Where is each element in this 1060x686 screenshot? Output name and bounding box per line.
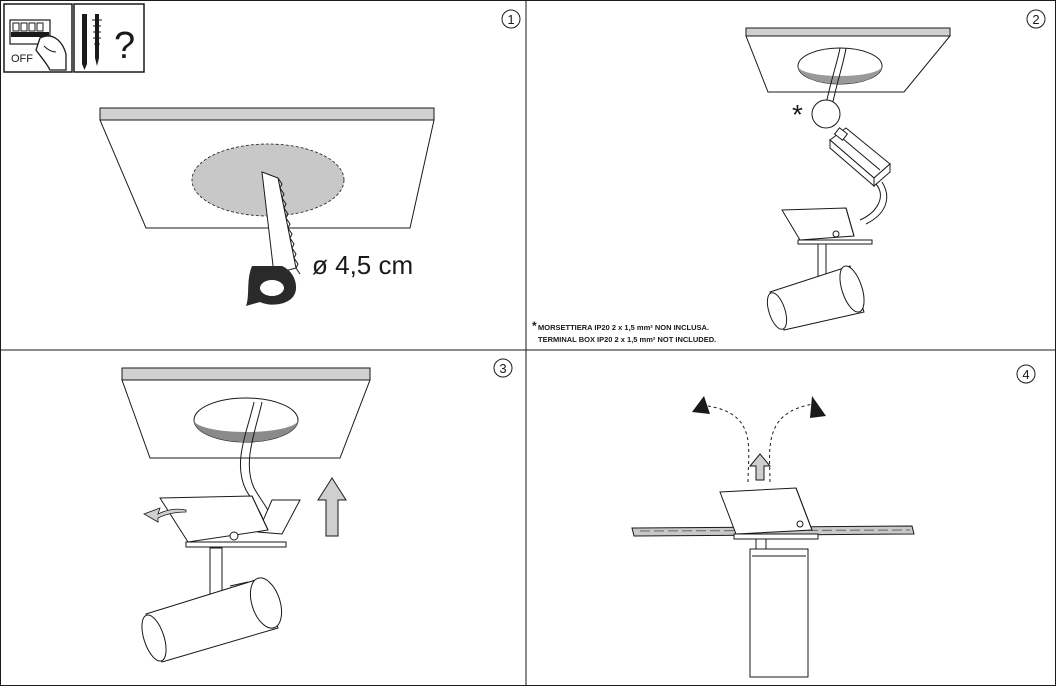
mounting-plate-3 <box>159 495 301 548</box>
step-number-4: 4 <box>1016 364 1036 384</box>
step-number-1-label: 1 <box>507 12 514 27</box>
spotlight-2 <box>766 243 865 331</box>
step-number-2-label: 2 <box>1032 12 1039 27</box>
ceiling-slab-3 <box>121 367 371 459</box>
left-motion-arrowhead <box>692 396 710 414</box>
note-asterisk: * <box>792 99 803 130</box>
terminal-box-note: * MORSETTIERA IP20 2 x 1,5 mm² NON INCLU… <box>532 319 716 344</box>
step-number-4-label: 4 <box>1022 367 1029 382</box>
step-number-3-label: 3 <box>499 361 506 376</box>
driver-box-icon <box>829 127 891 188</box>
step-number-3: 3 <box>493 358 513 378</box>
rotate-arrow-icon <box>143 507 187 523</box>
step-number-2: 2 <box>1026 9 1046 29</box>
panel-step-2: 2 * <box>532 9 1046 344</box>
spotlight-3 <box>141 547 283 663</box>
power-off-breaker-icon: OFF <box>3 3 73 73</box>
ceiling-slab-2 <box>745 27 952 93</box>
spotlight-4 <box>749 538 809 678</box>
saw-icon <box>246 171 301 306</box>
mounting-plate-2 <box>781 207 873 245</box>
question-mark: ? <box>114 25 135 67</box>
panel-step-3: 3 <box>121 358 513 663</box>
hole-diameter-label: ø 4,5 cm <box>312 250 413 280</box>
mounting-plate-4 <box>719 487 819 540</box>
supply-cable <box>825 47 847 107</box>
terminal-box-icon <box>811 99 841 129</box>
off-label: OFF <box>11 53 33 65</box>
drill-screw-question-icon: ? <box>73 3 145 73</box>
note-english: TERMINAL BOX IP20 2 x 1,5 mm² NOT INCLUD… <box>538 335 716 344</box>
push-up-arrow-icon <box>748 453 772 481</box>
spring-motion-paths <box>707 403 815 483</box>
right-motion-arrowhead <box>810 396 826 418</box>
panel-step-4: 4 <box>631 364 1036 678</box>
step-number-1: 1 <box>501 9 521 29</box>
note-marker-inline: * <box>532 319 537 333</box>
up-arrow-icon <box>317 477 347 537</box>
note-italian: MORSETTIERA IP20 2 x 1,5 mm² NON INCLUSA… <box>538 323 709 332</box>
connection-wires <box>859 181 888 225</box>
panel-step-1: OFF ? 1 <box>3 3 521 306</box>
